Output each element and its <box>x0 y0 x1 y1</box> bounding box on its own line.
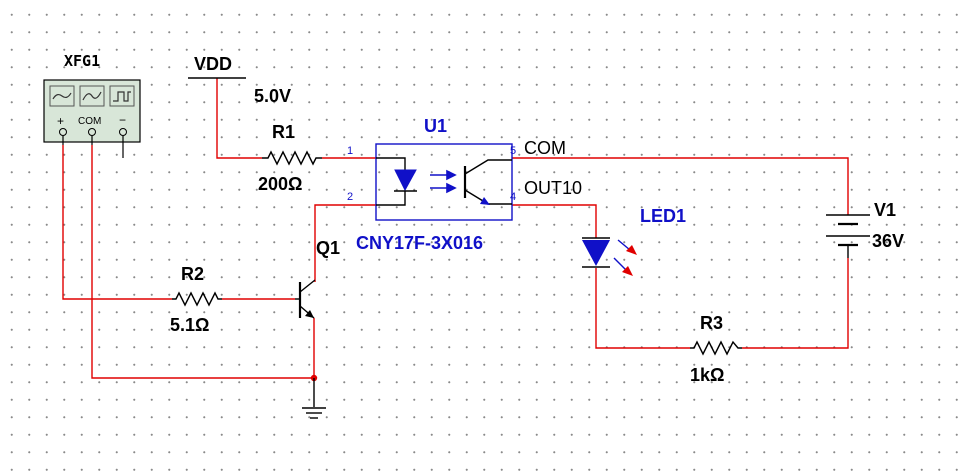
ground-symbol[interactable] <box>302 378 326 419</box>
function-generator-xfg1[interactable]: XFG1 + COM − <box>43 52 141 158</box>
resistor-r1[interactable]: R1 200Ω <box>258 122 322 194</box>
u1-pin1-number: 1 <box>347 145 353 157</box>
square-wave-icon[interactable] <box>109 85 135 107</box>
optocoupler-u1[interactable]: U1 1 2 5 4 COM OUT10 CNY17F-3X016 <box>347 116 582 253</box>
led-led1[interactable]: LED1 <box>582 206 686 276</box>
v1-value: 36V <box>872 231 904 251</box>
u1-com-net-label: COM <box>524 138 566 158</box>
wire-u1-out-led <box>512 204 597 238</box>
xfg1-minus-terminal-label: − <box>119 113 126 127</box>
sine-wave-icon[interactable] <box>49 85 75 107</box>
u1-out-net-label: OUT10 <box>524 178 582 198</box>
u1-pin2-number: 2 <box>347 191 353 203</box>
u1-phototransistor-icon <box>463 159 512 205</box>
xfg1-com-terminal-label: COM <box>78 116 101 127</box>
vdd-label: VDD <box>194 54 232 74</box>
u1-label: U1 <box>424 116 447 136</box>
battery-v1[interactable]: V1 36V <box>826 200 904 258</box>
v1-label: V1 <box>874 200 896 220</box>
triangle-wave-icon[interactable] <box>79 85 105 107</box>
wire-vdd-r1 <box>216 78 262 159</box>
u1-part-number: CNY17F-3X016 <box>356 233 483 253</box>
led1-emission-arrows-icon <box>613 239 637 276</box>
xfg1-plus-terminal-label: + <box>57 114 64 128</box>
u1-pin5-number: 5 <box>510 145 516 157</box>
vdd-source[interactable]: VDD 5.0V <box>188 54 291 106</box>
xfg1-label: XFG1 <box>64 52 100 70</box>
r3-value: 1kΩ <box>690 365 724 385</box>
vdd-value: 5.0V <box>254 86 291 106</box>
wire-xfg-com-gnd <box>91 145 314 379</box>
wire-xfg-r2 <box>62 145 172 300</box>
resistor-r2[interactable]: R2 5.1Ω <box>170 264 222 335</box>
wire-u1-q1 <box>314 204 376 282</box>
u1-internal-led-icon <box>376 157 417 206</box>
r1-value: 200Ω <box>258 174 302 194</box>
led1-label: LED1 <box>640 206 686 226</box>
r2-label: R2 <box>181 264 204 284</box>
u1-light-arrows-icon <box>430 169 457 194</box>
r1-label: R1 <box>272 122 295 142</box>
r3-label: R3 <box>700 313 723 333</box>
u1-pin4-number: 4 <box>510 191 516 203</box>
resistor-r3[interactable]: R3 1kΩ <box>690 313 742 385</box>
r2-value: 5.1Ω <box>170 315 209 335</box>
wires <box>62 78 849 379</box>
wire-r3-v1 <box>742 258 849 349</box>
q1-label: Q1 <box>316 238 340 258</box>
transistor-q1[interactable]: Q1 <box>295 238 340 319</box>
wire-u1-com-v1 <box>512 157 849 215</box>
wire-led-r3 <box>595 268 690 349</box>
